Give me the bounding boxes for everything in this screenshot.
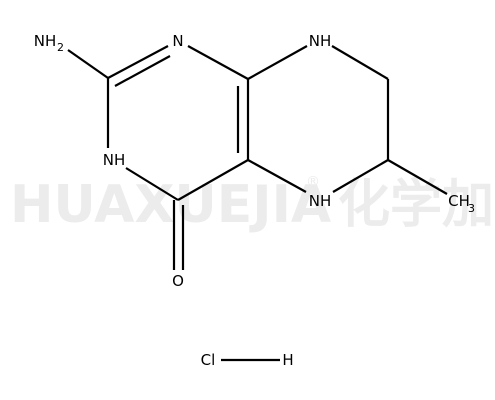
bond-nh-top-ch2 <box>331 45 389 80</box>
bonds <box>67 45 448 362</box>
bond-c4a-c4 <box>177 159 249 201</box>
watermark-cjk-text: 化学加 <box>338 175 494 235</box>
bond-n1-c8a <box>187 45 249 80</box>
atom-nh2-label: NH <box>34 32 57 50</box>
atom-o: O <box>172 272 184 290</box>
atom-nh-top: NH <box>309 32 332 50</box>
atom-cl: Cl <box>201 351 216 369</box>
watermark-text: HUAXUEJIA <box>10 175 331 235</box>
atom-nh2: NH 2 <box>34 32 64 54</box>
bond-c8a-nh-top <box>247 45 308 80</box>
bond-nh2-c2 <box>67 49 109 79</box>
atom-ch3-subscript: 3 <box>468 202 475 215</box>
atom-ch3: CH 3 <box>448 192 475 215</box>
bond-c2-n1 <box>107 45 169 79</box>
atom-ch3-label: CH <box>448 192 470 210</box>
bond-ch-ch3 <box>387 159 448 195</box>
atom-nh-mid: NH <box>309 192 332 210</box>
atom-n1: N <box>172 32 183 50</box>
watermark-registered-mark: ® <box>306 174 320 190</box>
atom-nh-left: NH <box>103 151 126 169</box>
bond-nh-mid-c4a <box>247 159 307 193</box>
atom-h: H <box>282 351 293 369</box>
bond-c2-n1-double <box>114 55 171 87</box>
atom-labels: NH 2 N NH NH NH O CH 3 <box>34 32 475 290</box>
watermark: HUAXUEJIA ® 化学加 <box>10 174 494 235</box>
atom-nh2-subscript: 2 <box>57 41 64 54</box>
bond-c4-nh-left <box>125 167 179 201</box>
hydrochloride-salt: Cl H <box>201 351 294 369</box>
bond-ch-nh-mid <box>332 159 389 193</box>
